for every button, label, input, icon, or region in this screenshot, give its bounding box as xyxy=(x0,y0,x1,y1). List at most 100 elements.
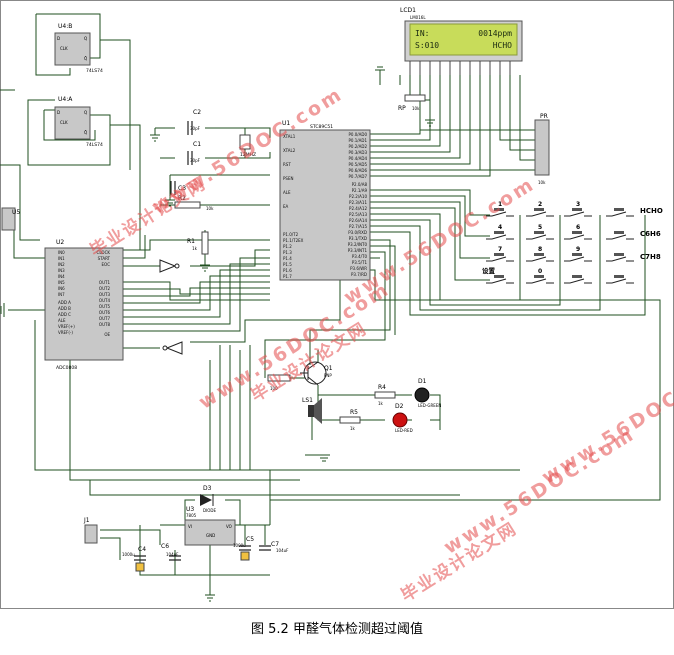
key-switch-r2c1[interactable] xyxy=(526,253,554,262)
r1-ref: R1 xyxy=(187,238,195,245)
u5-sensor: U5 xyxy=(1,207,20,231)
u4b-flipflop: U4:B 74LS74 D CLK Q Q̄ xyxy=(54,23,103,74)
key-switch-r1c0[interactable] xyxy=(486,231,514,240)
u2-left-ctl-pin-0: ADD A xyxy=(58,300,71,305)
gas-label-c7h8: C7H8 xyxy=(640,253,661,261)
key-switch-r2c3[interactable] xyxy=(606,253,634,262)
lcd-module: LCD1 LM016L IN: 0014ppm S:010 HCHO xyxy=(400,7,523,75)
key-switch-r0c1[interactable] xyxy=(526,208,554,217)
u2-left-in-pin-4: IN4 xyxy=(58,274,65,279)
d1-led-green: D1 LED-GREEN xyxy=(414,378,441,408)
d3-ref: D3 xyxy=(203,485,212,492)
u2-left-in-pin-7: IN7 xyxy=(58,292,65,297)
c6-value: 104uF xyxy=(166,552,179,557)
x1-value: 12MHZ xyxy=(240,152,256,158)
svg-text:GND: GND xyxy=(206,533,215,538)
u1-right-p3-pin-5: P3.5/T1 xyxy=(352,260,368,265)
lcd-line2-left: S:010 xyxy=(415,41,439,50)
u2-left-ctl-pin-3: ALE xyxy=(58,318,66,323)
u2-right-out-pin-2: OUT3 xyxy=(99,292,111,297)
u1-right-p3-pin-2: P3.2/INT0 xyxy=(348,242,368,247)
lcd-line2-right: HCHO xyxy=(493,41,512,50)
key-switch-r2c2[interactable] xyxy=(564,253,592,262)
u4a-pin-d: D xyxy=(57,110,60,115)
u1-left-pin-2: RST xyxy=(283,162,291,167)
u1-right-p0-pin-2: P0.2/AD2 xyxy=(349,144,368,149)
u2-right-out-pin-1: OUT2 xyxy=(99,286,111,291)
u1-right-p2-pin-6: P2.6/A14 xyxy=(349,218,367,223)
u1-right-p3-pin-1: P3.1/TXD xyxy=(349,236,367,241)
u4b-ref: U4:B xyxy=(58,23,72,30)
key-label-r1c2: 6 xyxy=(576,224,580,231)
u2-left-in-pin-3: IN3 xyxy=(58,268,65,273)
u2-left-in-pin-6: IN6 xyxy=(58,286,65,291)
d2-ref: D2 xyxy=(395,403,404,410)
c4-value: 1000u xyxy=(122,552,135,557)
key-label-r2c2: 9 xyxy=(576,246,580,253)
key-label-r3c1: 0 xyxy=(538,268,542,275)
r5-value: 1k xyxy=(350,426,356,431)
u1-right-p3-pin-3: P3.3/INT1 xyxy=(348,248,368,253)
u1-left-pin-4: ALE xyxy=(283,190,291,195)
u2-left-ctl-pin-4: VREF(+) xyxy=(58,324,75,329)
u2-left-ctl-pin-2: ADD C xyxy=(58,312,71,317)
key-switch-r3c3[interactable] xyxy=(606,275,634,284)
u1-right-p0-pin-5: P0.5/AD5 xyxy=(349,162,368,167)
circuit-schematic: U4:B 74LS74 D CLK Q Q̄ U4:A 74LS74 D CLK… xyxy=(0,0,674,609)
c7-value: 104uF xyxy=(276,548,289,553)
u2-left-in-pin-0: IN0 xyxy=(58,250,65,255)
key-switch-r1c3[interactable] xyxy=(606,231,634,240)
u3-ref: U3 xyxy=(186,506,194,513)
u2-ref: U2 xyxy=(56,239,64,246)
pr-value: 10k xyxy=(538,180,546,185)
key-switch-r2c0[interactable] xyxy=(486,253,514,262)
u1-left-p1-pin-6: P1.6 xyxy=(283,268,292,273)
u1-part: STC89C51 xyxy=(310,124,333,130)
pr-resistor-pack: PR 10k xyxy=(534,113,550,185)
u2-left-ctl-pin-1: ADD B xyxy=(58,306,71,311)
u4b-pin-qbar: Q̄ xyxy=(84,56,87,61)
u4a-pin-qbar: Q̄ xyxy=(84,130,87,135)
c6-ref: C6 xyxy=(161,543,169,550)
key-label-r3c0: 设置 xyxy=(482,266,496,275)
key-switch-r1c1[interactable] xyxy=(526,231,554,240)
c1-value: 30pF xyxy=(190,158,201,163)
u2-left-ctl-pin-5: VREF(-) xyxy=(58,330,73,335)
d2-led-red: D2 LED-RED xyxy=(392,403,413,433)
u2-right-out-pin-0: OUT1 xyxy=(99,280,111,285)
u1-left-pin-1: XTAL2 xyxy=(283,148,296,153)
figure-caption: 图 5.2 甲醛气体检测超过阈值 xyxy=(251,622,423,637)
c3-ref: C3 xyxy=(178,185,186,192)
u1-right-p0-pin-4: P0.4/AD4 xyxy=(349,156,368,161)
key-label-r2c0: 7 xyxy=(498,246,502,253)
key-switch-r3c2[interactable] xyxy=(564,275,592,284)
svg-text:VO: VO xyxy=(226,524,232,529)
key-switch-r0c2[interactable] xyxy=(564,208,592,217)
u2-left-in-pin-1: IN1 xyxy=(58,256,65,261)
u1-left-p1-pin-4: P1.4 xyxy=(283,256,292,261)
key-switch-r1c2[interactable] xyxy=(564,231,592,240)
u2-right-ctl-pin-0: CLOCK xyxy=(97,250,111,255)
u1-left-pin-3: PSEN xyxy=(283,176,293,181)
ls1-ref: LS1 xyxy=(302,397,313,404)
u3-part: 7805 xyxy=(186,513,197,518)
lcd-screen xyxy=(409,23,518,56)
u5-ref: U5 xyxy=(12,209,20,216)
key-label-r1c0: 4 xyxy=(498,224,502,231)
key-switch-r3c1[interactable] xyxy=(526,275,554,284)
c5-ref: C5 xyxy=(246,536,254,543)
key-label-r2c1: 8 xyxy=(538,246,542,253)
c5-value: 1000u xyxy=(233,543,246,548)
key-switch-r0c0[interactable] xyxy=(486,208,514,217)
r2-ref: R2 xyxy=(178,195,186,202)
u1-left-pin-0: XTAL1 xyxy=(283,134,296,139)
u1-left-p1-pin-5: P1.5 xyxy=(283,262,292,267)
c1-ref: C1 xyxy=(193,141,201,148)
u1-right-p2-pin-2: P2.2/A10 xyxy=(349,194,367,199)
key-label-r0c2: 3 xyxy=(576,201,580,208)
key-switch-r0c3[interactable] xyxy=(606,208,634,217)
u4b-pin-q: Q xyxy=(84,36,87,41)
rp-ref: RP xyxy=(398,105,406,112)
d1-part: LED-GREEN xyxy=(418,403,441,408)
key-switch-r3c0[interactable] xyxy=(486,275,514,284)
